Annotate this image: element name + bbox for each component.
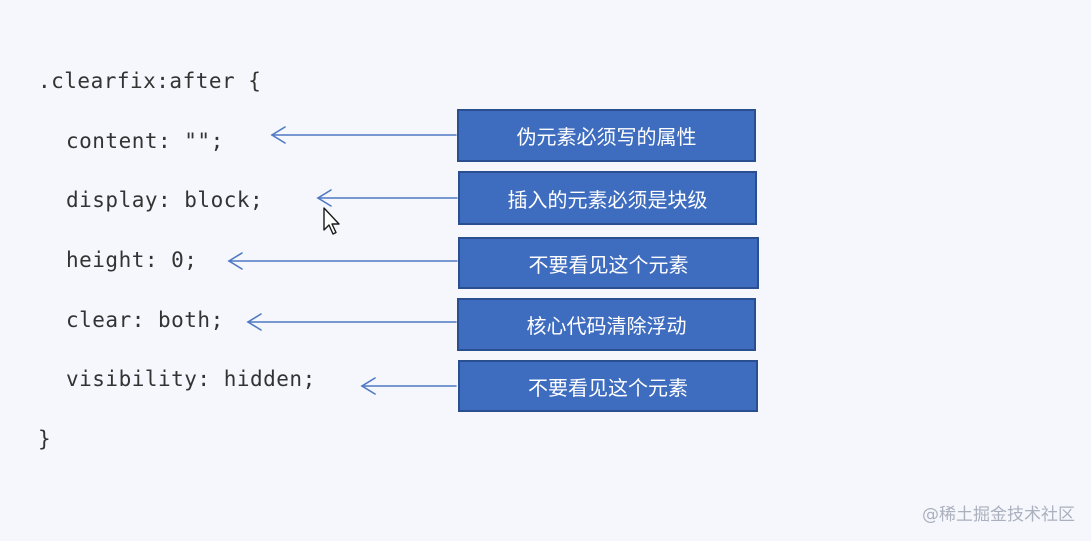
annotation-box-display: 插入的元素必须是块级 <box>458 171 757 225</box>
annotation-box-clear: 核心代码清除浮动 <box>457 298 756 351</box>
arrow-to-visibility <box>360 377 457 395</box>
code-line-content: content: ""; <box>66 129 224 153</box>
arrow-to-clear <box>246 313 457 331</box>
code-line-visibility: visibility: hidden; <box>66 367 316 391</box>
code-selector-line: .clearfix:after { <box>38 69 262 93</box>
annotation-box-content: 伪元素必须写的属性 <box>457 109 756 162</box>
annotation-box-height: 不要看见这个元素 <box>458 237 759 289</box>
code-closing-brace: } <box>38 427 52 451</box>
annotation-box-visibility: 不要看见这个元素 <box>458 360 758 412</box>
mouse-pointer-icon <box>323 207 340 235</box>
watermark: @稀土掘金技术社区 <box>922 505 1075 525</box>
arrow-to-height <box>227 252 458 270</box>
code-line-height: height: 0; <box>66 248 198 272</box>
arrow-to-display <box>316 189 458 207</box>
code-line-display: display: block; <box>66 188 264 212</box>
arrow-to-content <box>270 126 457 144</box>
code-line-clear: clear: both; <box>66 308 224 332</box>
